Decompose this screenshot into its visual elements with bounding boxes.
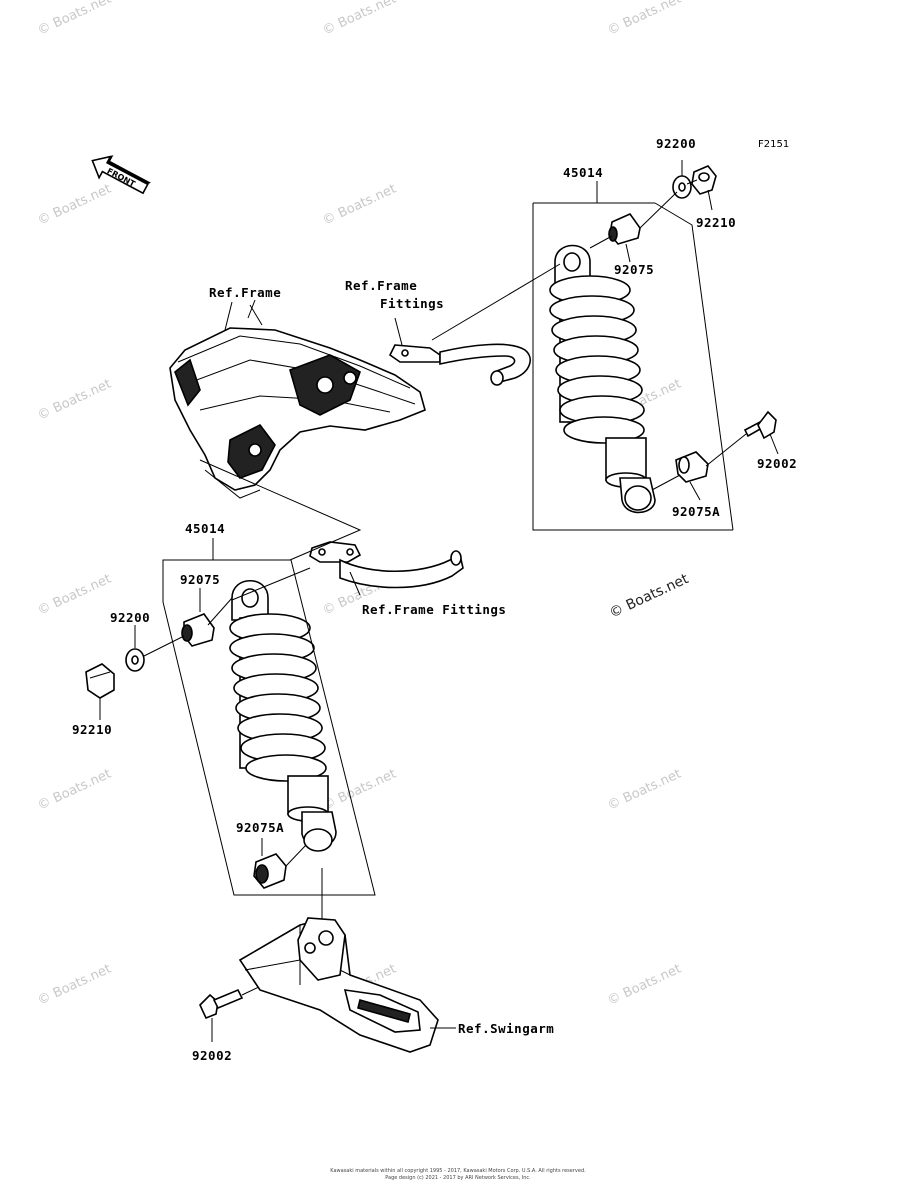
watermark: © Boats.net [35, 377, 113, 424]
watermark: © Boats.net [320, 182, 398, 229]
washer-92200-left-icon [125, 648, 145, 672]
callout-92075a-right: 92075A [672, 504, 720, 519]
right-leaders [431, 160, 779, 531]
callout-92002-left: 92002 [192, 1048, 232, 1063]
figure-code: F2151 [758, 139, 789, 150]
frame-fittings-lower [309, 541, 464, 589]
watermark: © Boats.net [605, 962, 683, 1009]
callout-92210-right: 92210 [696, 215, 736, 230]
washer-92200-right-icon [672, 175, 692, 199]
bolt-92002-right-icon [743, 410, 777, 440]
ref-frame-fittings-bottom-label: Ref.Frame Fittings [362, 602, 506, 617]
shock-absorber-right [549, 244, 656, 514]
right-hardware [608, 165, 777, 483]
ref-frame-label: Ref.Frame [209, 285, 281, 300]
watermark-main: © Boats.net [607, 571, 692, 622]
footer-copyright-line1: Kawasaki materials within all copyright … [330, 1168, 586, 1174]
nut-92210-right-icon [691, 165, 717, 195]
ref-frame-fittings-top-label-2: Fittings [380, 296, 444, 311]
shock-absorber-left [229, 579, 337, 852]
watermark: © Boats.net [320, 0, 398, 39]
watermark: © Boats.net [35, 962, 113, 1009]
callout-45014-upper: 45014 [563, 165, 603, 180]
watermark: © Boats.net [35, 572, 113, 619]
bolt-92002-left-icon [199, 988, 244, 1020]
watermark: © Boats.net [35, 0, 113, 39]
watermark: © Boats.net [35, 767, 113, 814]
ref-swingarm-label: Ref.Swingarm [458, 1021, 554, 1036]
watermark: © Boats.net [605, 767, 683, 814]
bushing-92075-left-icon [181, 613, 215, 647]
frame-fittings-upper [388, 343, 531, 386]
watermark-grid: © Boats.net © Boats.net © Boats.net © Bo… [35, 0, 691, 1009]
callout-92210-left: 92210 [72, 722, 112, 737]
callout-92075-left: 92075 [180, 572, 220, 587]
watermark: © Boats.net [320, 767, 398, 814]
callout-92002-right: 92002 [757, 456, 797, 471]
watermark: © Boats.net [605, 0, 683, 39]
callout-92200-right: 92200 [656, 136, 696, 151]
bushing-92075a-left-icon [253, 853, 287, 889]
frame-illustration [169, 299, 426, 499]
callout-45014-lower: 45014 [185, 521, 225, 536]
swingarm-illustration [238, 917, 456, 1053]
watermark: © Boats.net [35, 182, 113, 229]
ref-frame-fittings-top-label-1: Ref.Frame [345, 278, 417, 293]
nut-92210-left-icon [85, 663, 115, 699]
callout-92075-right: 92075 [614, 262, 654, 277]
bushing-92075a-right-icon [675, 451, 709, 483]
footer-copyright-line2: Page design (c) 2021 - 2017 by ARI Netwo… [385, 1175, 531, 1181]
bushing-92075-right-icon [608, 213, 641, 245]
callout-92200-left: 92200 [110, 610, 150, 625]
callout-92075a-left: 92075A [236, 820, 284, 835]
callout-labels: 92200 45014 92210 92075 92002 92075A 450… [72, 136, 797, 1063]
left-hardware [85, 613, 287, 1020]
